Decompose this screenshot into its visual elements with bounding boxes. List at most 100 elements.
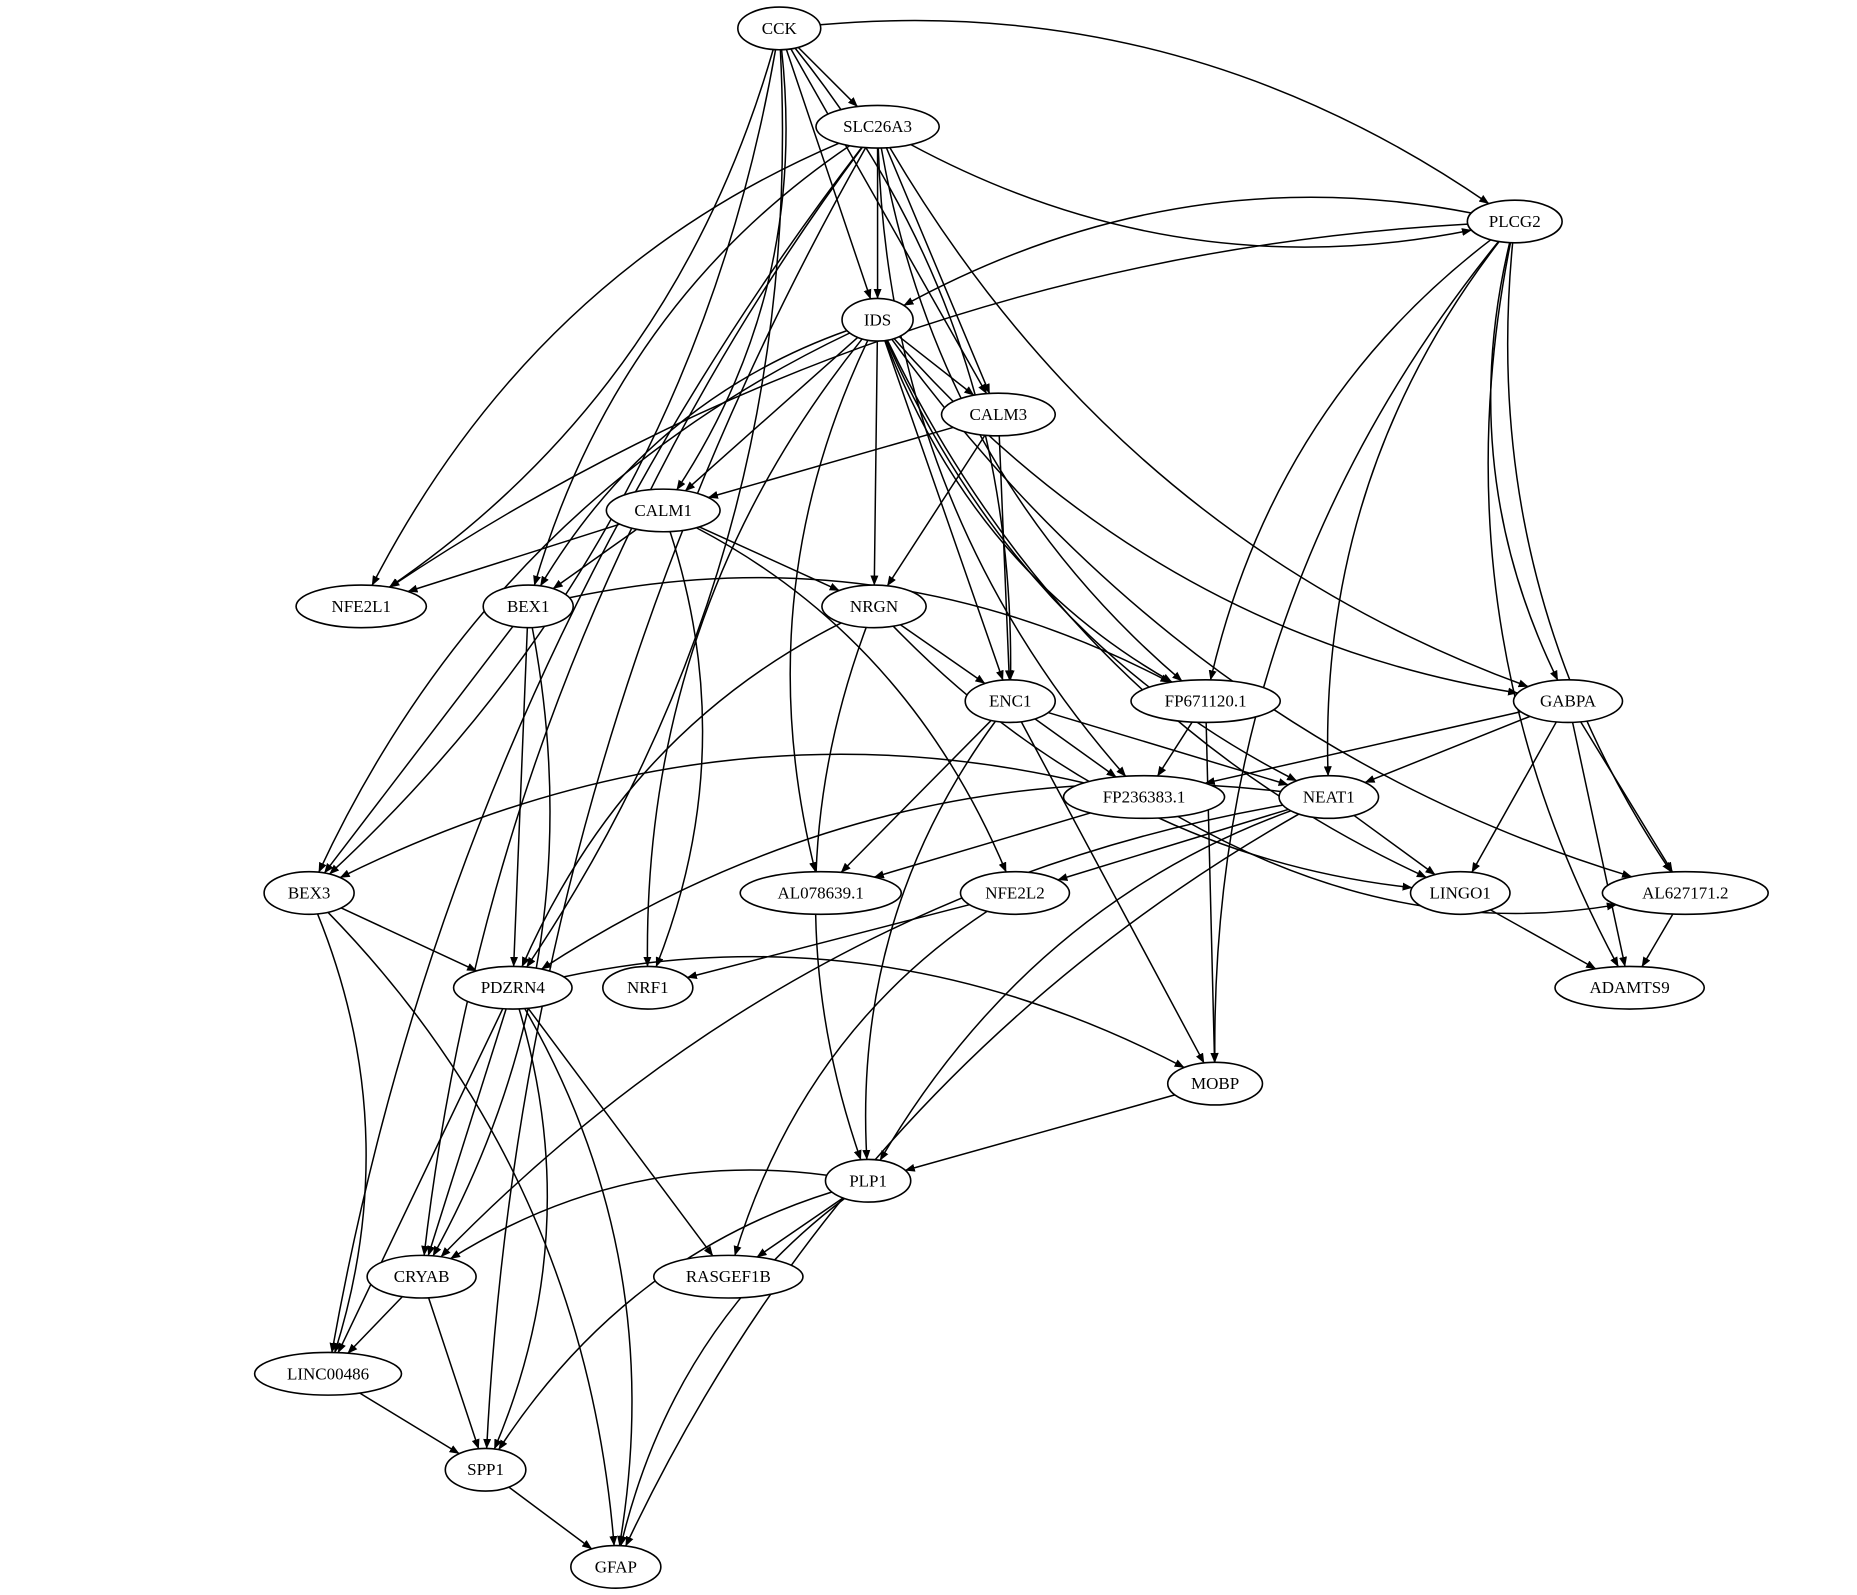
node-label: NFE2L2 — [985, 883, 1045, 902]
edge-PLCG2-to-ADAMTS9 — [1487, 242, 1619, 968]
node-label: AL627171.2 — [1642, 883, 1728, 902]
node-ellipse — [253, 1351, 403, 1396]
edge-line — [1034, 718, 1117, 778]
edge-PLP1-to-SPP1 — [498, 1191, 833, 1450]
edge-line — [508, 1486, 593, 1550]
node-label: CCK — [762, 19, 798, 38]
edge-line — [318, 332, 851, 873]
node-ellipse — [444, 1447, 527, 1492]
edge-line — [427, 1008, 507, 1257]
node-ellipse — [959, 870, 1071, 916]
edge-SPP1-to-GFAP — [508, 1486, 593, 1550]
node-ellipse — [1062, 774, 1226, 820]
edge-PDZRN4-to-GFAP — [524, 1008, 633, 1547]
node-label: GFAP — [595, 1557, 637, 1576]
edge-line — [323, 625, 514, 874]
edge-line — [552, 528, 638, 590]
edge-GABPA-to-FP236383.1 — [1204, 711, 1522, 785]
edge-line — [533, 145, 850, 586]
node-label: NFE2L1 — [331, 597, 391, 616]
edge-line — [563, 955, 1185, 1069]
node-label: NRF1 — [627, 978, 669, 997]
edge-line — [1353, 814, 1436, 876]
node-nfe2l1: NFE2L1 — [295, 584, 428, 629]
edge-line — [432, 627, 551, 1257]
edge-AL627171.2-to-ADAMTS9 — [1641, 913, 1674, 968]
edge-FP236383.1-to-BEX3 — [339, 753, 1085, 879]
edge-line — [789, 339, 869, 873]
edge-line — [388, 49, 774, 588]
node-ellipse — [1409, 870, 1511, 916]
edge-CALM3-to-ENC1 — [998, 435, 1013, 681]
edge-line — [695, 527, 1007, 873]
edge-BEX1-to-PDZRN4 — [510, 627, 529, 967]
edge-line — [797, 46, 858, 108]
edge-line — [891, 338, 1633, 878]
edge-line — [880, 147, 1183, 682]
edge-PDZRN4-to-LINC00486 — [337, 1008, 504, 1354]
edge-line — [347, 1296, 403, 1354]
edge-CCK-to-SLC26A3 — [797, 46, 858, 108]
edge-line — [885, 147, 991, 394]
node-ellipse — [602, 965, 694, 1010]
node-label: AL078639.1 — [778, 883, 864, 902]
edge-SLC26A3-to-FP236383.1 — [877, 148, 1127, 777]
edge-PLCG2-to-MOBP — [1210, 241, 1500, 1063]
node-calm3: CALM3 — [940, 392, 1057, 437]
node-label: PLCG2 — [1489, 212, 1541, 231]
edge-PLCG2-to-AL627171.2 — [1506, 242, 1672, 873]
node-rasgef1b: RASGEF1B — [652, 1254, 804, 1299]
edge-line — [1506, 242, 1672, 873]
node-al627171-2: AL627171.2 — [1601, 870, 1769, 916]
node-ellipse — [821, 584, 927, 629]
edge-line — [1208, 239, 1492, 681]
node-label: ADAMTS9 — [1589, 978, 1669, 997]
edge-CALM3-to-CALM1 — [707, 426, 954, 499]
node-ellipse — [366, 1254, 477, 1299]
node-label: FP671120.1 — [1165, 692, 1247, 711]
node-ellipse — [815, 104, 940, 149]
edge-line — [524, 1008, 633, 1547]
edge-IDS-to-CALM3 — [898, 336, 975, 396]
edge-line — [1020, 721, 1205, 1064]
edges-layer — [316, 19, 1674, 1550]
edge-line — [733, 910, 988, 1256]
edge-line — [339, 753, 1085, 879]
edge-NEAT1-to-PLP1 — [879, 810, 1292, 1161]
edge-CCK-to-CALM3 — [790, 48, 988, 395]
node-gabpa: GABPA — [1512, 678, 1624, 724]
edge-line — [498, 1191, 833, 1450]
edge-ENC1-to-FP236383.1 — [1034, 718, 1117, 778]
edge-line — [316, 913, 367, 1354]
edge-SLC26A3-to-FP671120.1 — [880, 147, 1183, 682]
edge-GABPA-to-LINGO1 — [1471, 721, 1557, 873]
node-ellipse — [452, 965, 573, 1010]
edge-line — [1571, 722, 1627, 967]
edge-line — [510, 627, 529, 967]
edge-line — [1364, 715, 1531, 784]
edge-line — [676, 49, 787, 491]
edge-ENC1-to-NEAT1 — [1047, 711, 1289, 786]
node-cryab: CRYAB — [366, 1254, 477, 1299]
node-ellipse — [605, 488, 721, 533]
edge-line — [820, 19, 1490, 205]
edge-BEX3-to-LINC00486 — [316, 913, 367, 1354]
node-ellipse — [263, 870, 355, 916]
node-plcg2: PLCG2 — [1466, 199, 1563, 244]
edge-line — [877, 148, 1127, 777]
node-label: LINC00486 — [287, 1364, 369, 1383]
edge-GABPA-to-AL627171.2 — [1580, 721, 1674, 873]
edge-NEAT1-to-LINGO1 — [1353, 814, 1436, 876]
edge-MOBP-to-PLP1 — [904, 1094, 1176, 1172]
edge-line — [359, 1392, 460, 1455]
node-ellipse — [824, 1158, 912, 1203]
node-label: GABPA — [1540, 692, 1597, 711]
edge-PLP1-to-CRYAB — [450, 1169, 828, 1260]
edge-line — [686, 903, 970, 980]
node-ellipse — [1130, 678, 1282, 724]
edge-PLP1-to-RASGEF1B — [756, 1197, 844, 1258]
edge-PLCG2-to-FP671120.1 — [1208, 239, 1492, 681]
edge-line — [756, 1197, 844, 1258]
node-label: ENC1 — [989, 692, 1032, 711]
node-calm1: CALM1 — [605, 488, 721, 533]
